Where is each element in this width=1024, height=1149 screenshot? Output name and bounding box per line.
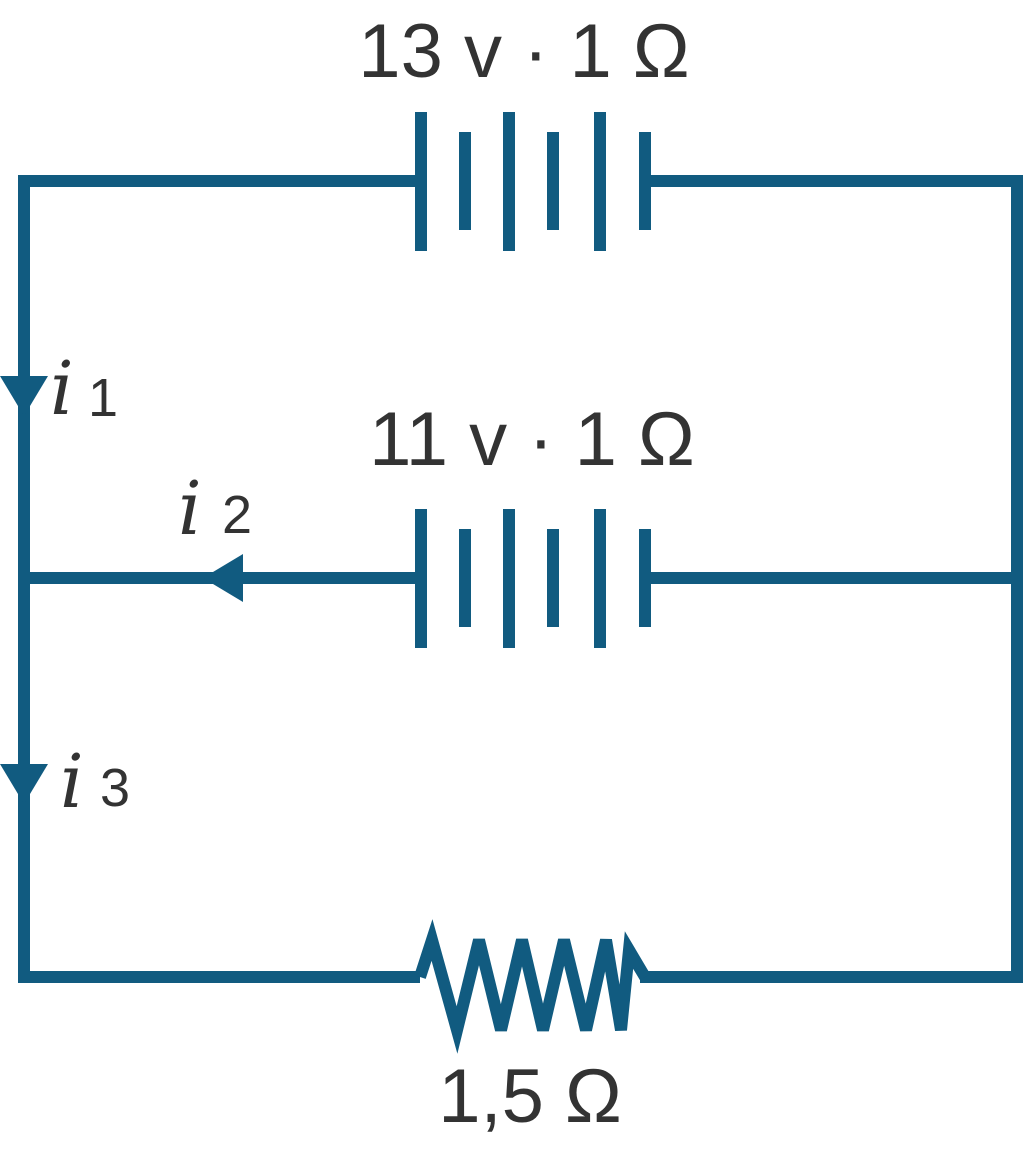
battery-middle <box>415 509 651 648</box>
battery-top-label: 13 v · 1 Ω <box>358 9 689 94</box>
bottom-branch-wires <box>18 578 1023 983</box>
top-left-wire <box>18 175 421 578</box>
current-arrow-i2 <box>203 554 243 602</box>
bottom-left-wire <box>18 578 420 983</box>
current-i2-subscript: 2 <box>222 485 252 545</box>
current-label-i1: i 1 <box>50 346 118 432</box>
top-branch-wires <box>18 175 1023 578</box>
current-i1-symbol: i <box>50 346 74 432</box>
resistor-label: 1,5 Ω <box>438 1054 622 1139</box>
bottom-right-wire <box>640 578 1023 983</box>
top-right-wire <box>645 175 1023 578</box>
current-i3-symbol: i <box>60 739 84 825</box>
current-i3-subscript: 3 <box>100 758 130 818</box>
current-arrow-i1 <box>0 376 48 416</box>
current-arrow-i3 <box>0 764 48 804</box>
battery-middle-label: 11 v · 1 Ω <box>369 397 695 482</box>
current-label-i3: i 3 <box>60 739 130 825</box>
battery-top <box>415 112 651 251</box>
current-label-i2: i 2 <box>178 466 252 552</box>
resistor-zigzag <box>414 919 651 1054</box>
current-i1-subscript: 1 <box>88 368 118 428</box>
current-i2-symbol: i <box>178 466 202 552</box>
